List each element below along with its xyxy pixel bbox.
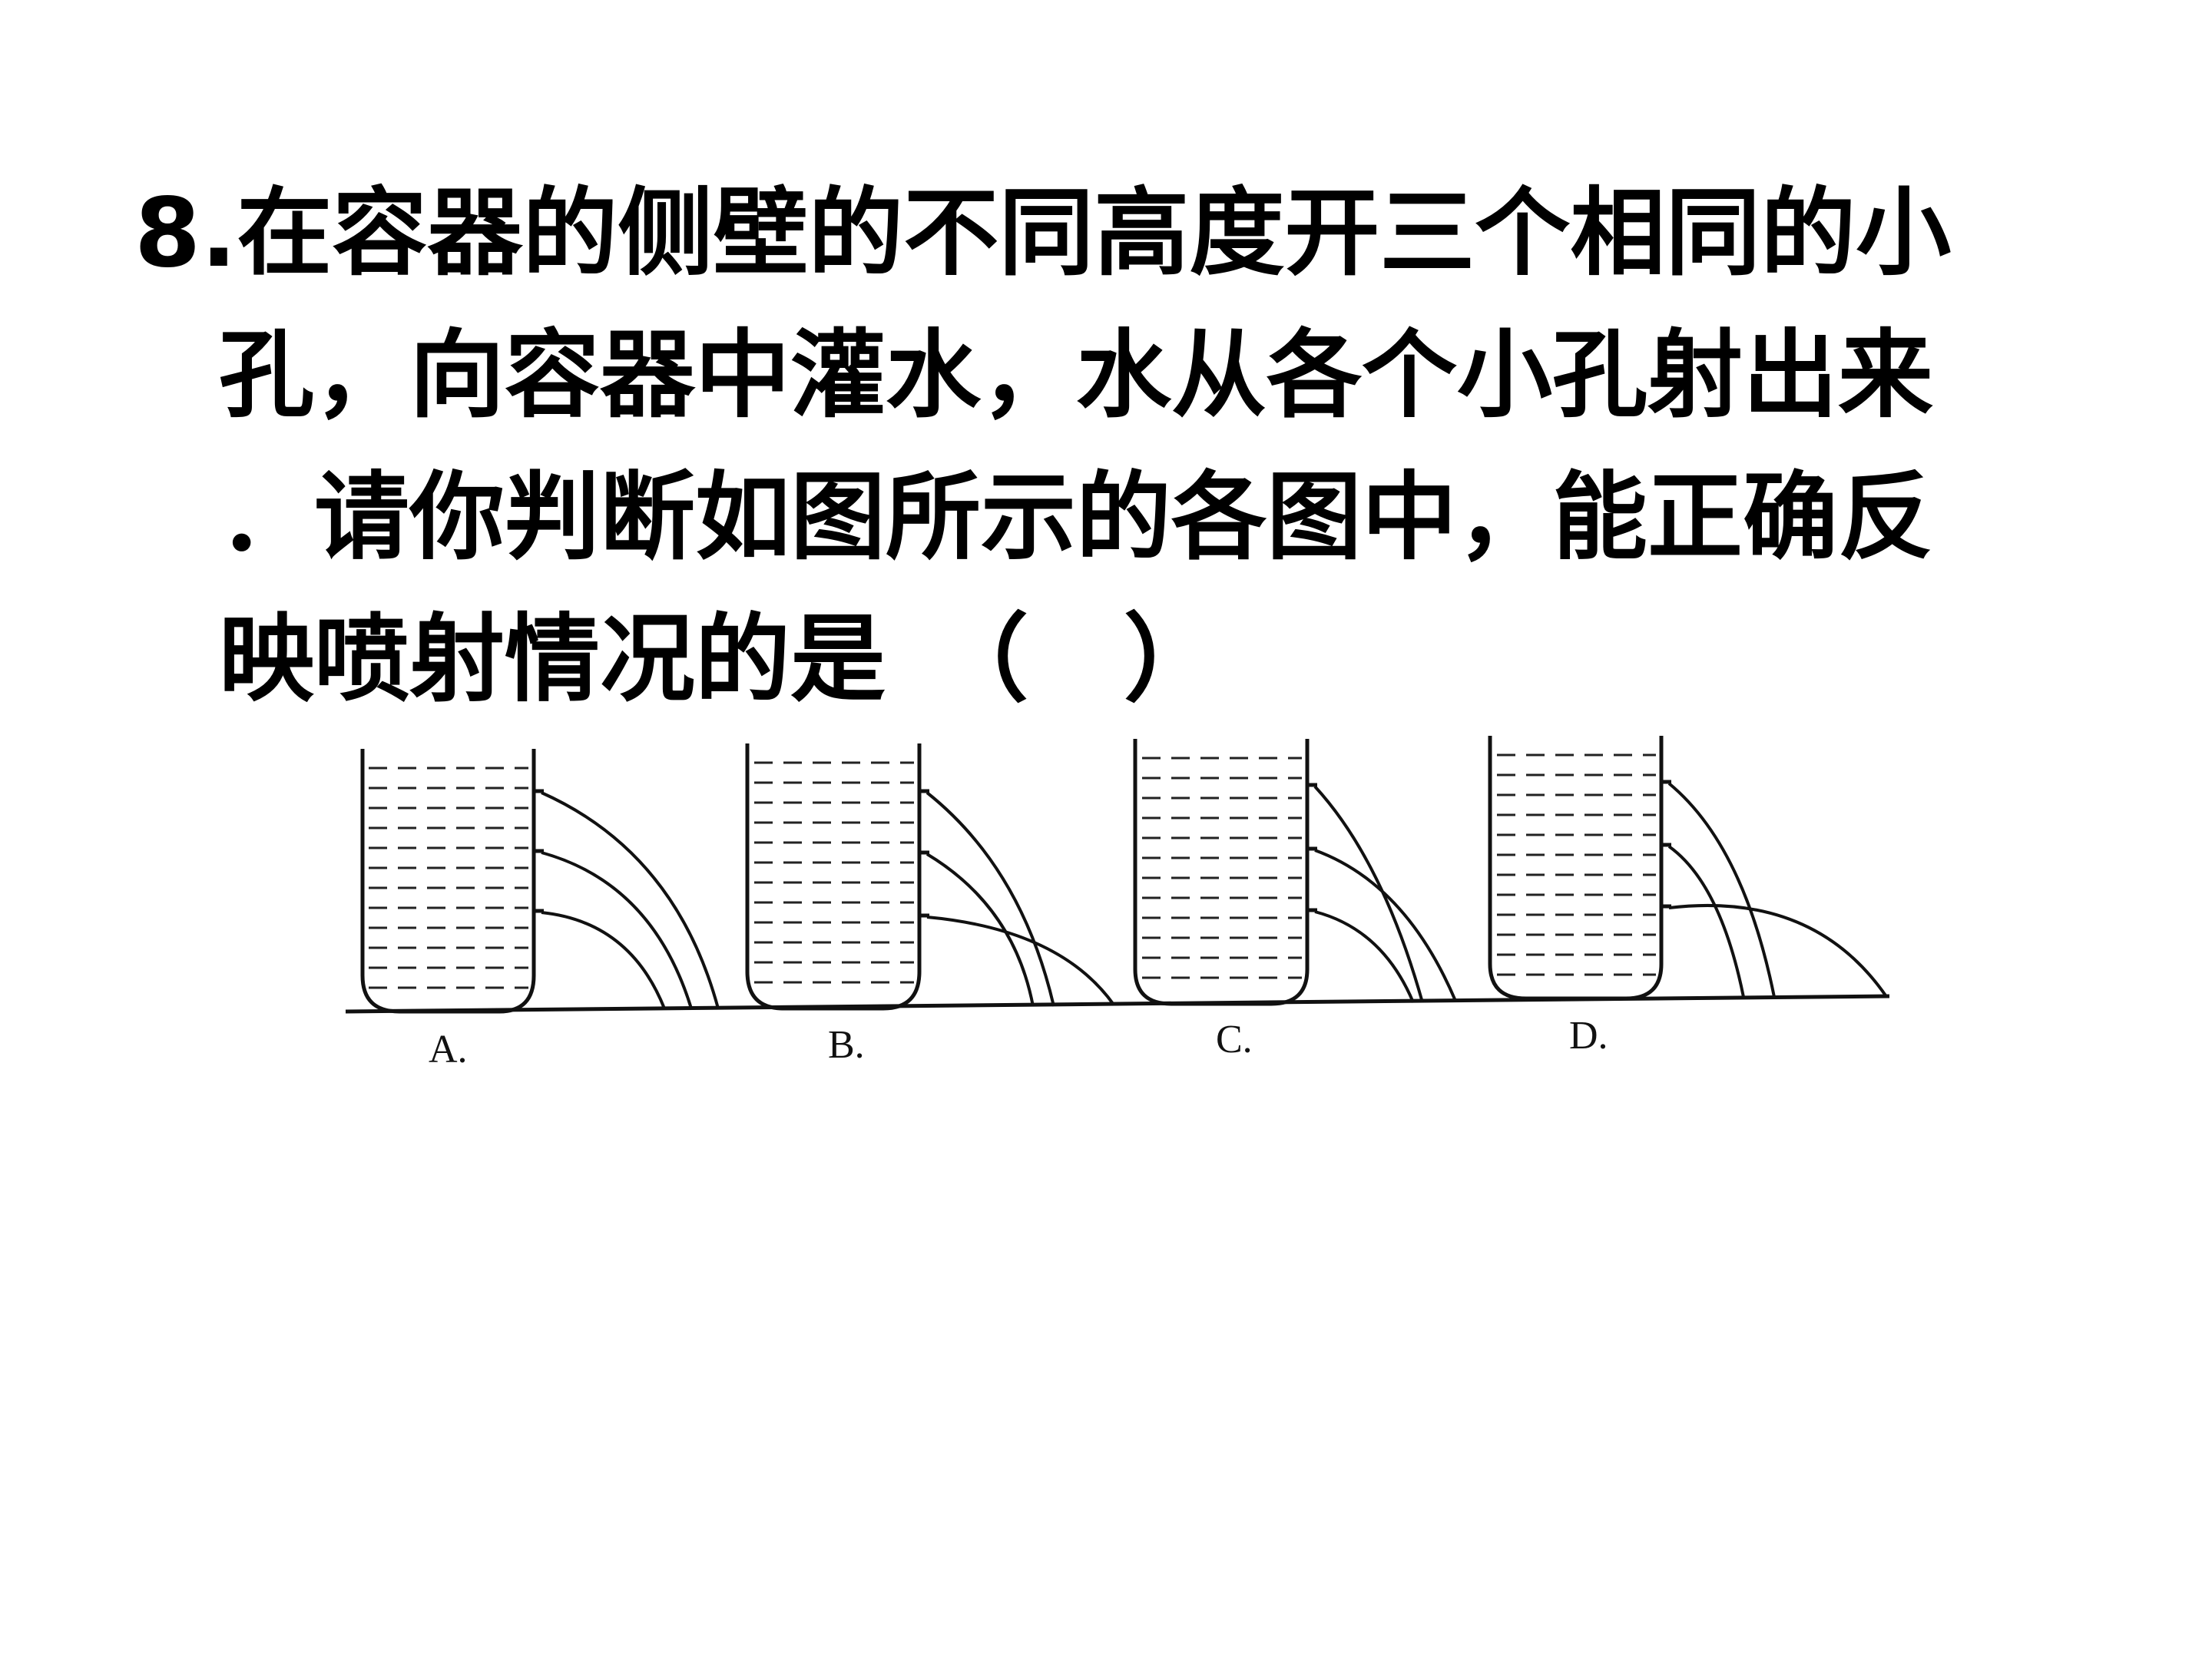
container-d bbox=[1488, 736, 1664, 1001]
question-text: 8.在容器的侧壁的不同高度开三个相同的小 孔，向容器中灌水，水从各个小孔射出来 … bbox=[134, 163, 2101, 731]
option-c-diagram bbox=[1133, 739, 1457, 1006]
option-a-diagram bbox=[360, 749, 720, 1014]
option-a-label: A. bbox=[429, 1028, 468, 1071]
question-line-4: 映喷射情况的是 （ ） bbox=[219, 604, 1220, 715]
option-c-label: C. bbox=[1216, 1018, 1253, 1061]
container-a bbox=[360, 749, 536, 1014]
water-a bbox=[369, 767, 528, 989]
holes-b bbox=[919, 789, 929, 918]
holes-a bbox=[534, 789, 544, 913]
water-d bbox=[1497, 753, 1656, 976]
question-line-2: 孔，向容器中灌水，水从各个小孔射出来 bbox=[219, 320, 1934, 431]
jets-b bbox=[926, 791, 1115, 1007]
holes-c bbox=[1307, 783, 1317, 912]
ground-line bbox=[345, 994, 1890, 1014]
water-c bbox=[1142, 757, 1302, 979]
water-b bbox=[754, 761, 914, 984]
question-line-1: 8.在容器的侧壁的不同高度开三个相同的小 bbox=[134, 178, 1952, 289]
option-d-diagram bbox=[1488, 736, 1887, 1001]
option-d-label: D. bbox=[1569, 1014, 1608, 1058]
container-c bbox=[1133, 739, 1310, 1006]
jets-d bbox=[1667, 782, 1887, 998]
jets-a bbox=[541, 791, 720, 1009]
container-b bbox=[745, 743, 922, 1011]
option-b-label: B. bbox=[828, 1023, 865, 1067]
question-line-3: ．请你判断如图所示的各图中，能正确反 bbox=[219, 462, 1934, 573]
question-number: 8. bbox=[134, 178, 237, 289]
jets-c bbox=[1313, 785, 1457, 1003]
option-b-diagram bbox=[745, 743, 1115, 1011]
